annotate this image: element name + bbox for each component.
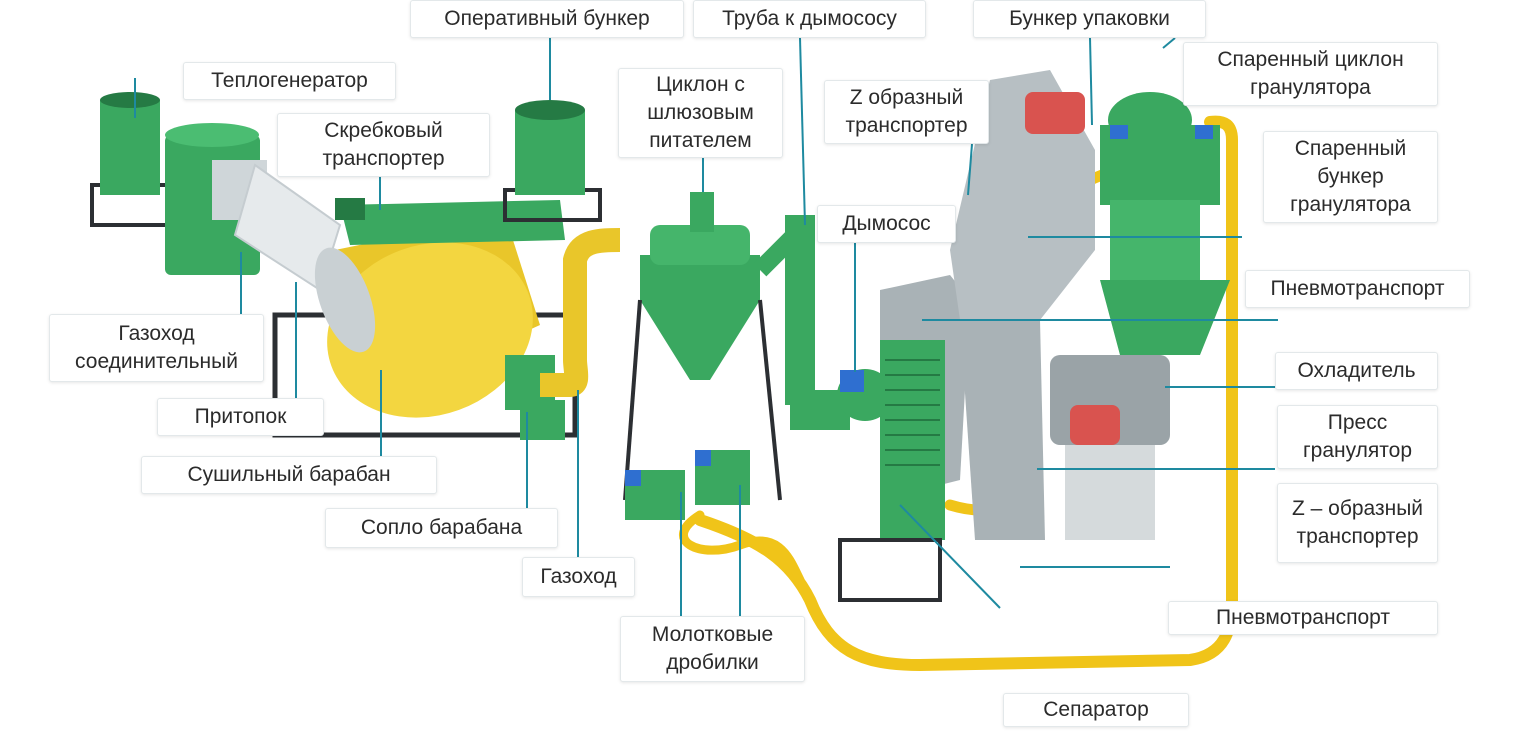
label-okhladitel: Охладитель <box>1275 352 1438 390</box>
label-teplogenerator: Теплогенератор <box>183 62 396 100</box>
label-tsiklon-shlyuz: Циклон с шлюзовым питателем <box>618 68 783 158</box>
cyclone-with-feeder <box>623 192 850 501</box>
label-bunker-upakovki: Бункер упаковки <box>973 0 1206 38</box>
label-gazokhod: Газоход <box>522 557 635 597</box>
label-z-transporter-bottom: Z – образный транспортер <box>1277 483 1438 563</box>
label-molotkovye: Молотковые дробилки <box>620 616 805 682</box>
label-dymosos: Дымосос <box>817 205 956 243</box>
scraper-conveyor <box>340 200 565 245</box>
label-truba-k-dymososu: Труба к дымососу <box>693 0 926 38</box>
twin-cyclone-bunker <box>1100 92 1230 355</box>
label-pritopok: Притопок <box>157 398 324 436</box>
smoke-exhauster <box>837 369 893 421</box>
hammer-crushers <box>625 450 750 520</box>
label-sparennyy-tsiklon: Спаренный циклон гранулятора <box>1183 42 1438 106</box>
label-gazokhod-soed: Газоход соединительный <box>49 314 264 382</box>
pneumatic-pipe-loop <box>694 115 1238 672</box>
heat-generator-group <box>90 92 267 275</box>
label-sushilnyy: Сушильный барабан <box>141 456 437 494</box>
label-z-transporter-top: Z образный транспортер <box>824 80 989 144</box>
label-soplo: Сопло барабана <box>325 508 558 548</box>
label-pnevmo-bottom: Пневмотранспорт <box>1168 601 1438 635</box>
label-pnevmo-top: Пневмотранспорт <box>1245 270 1470 308</box>
gas-duct <box>540 228 621 397</box>
label-operativnyy-bunker: Оперативный бункер <box>410 0 684 38</box>
drying-drum <box>272 215 578 440</box>
label-separator: Сепаратор <box>1003 693 1189 727</box>
pellet-press <box>1050 355 1170 540</box>
label-skrebkovyy: Скребковый транспортер <box>277 113 490 177</box>
label-sparennyy-bunker: Спаренный бункер гранулятора <box>1263 131 1438 223</box>
label-press: Пресс гранулятор <box>1277 405 1438 469</box>
z-conveyor-tower <box>838 275 970 602</box>
operative-bunker <box>503 100 602 222</box>
